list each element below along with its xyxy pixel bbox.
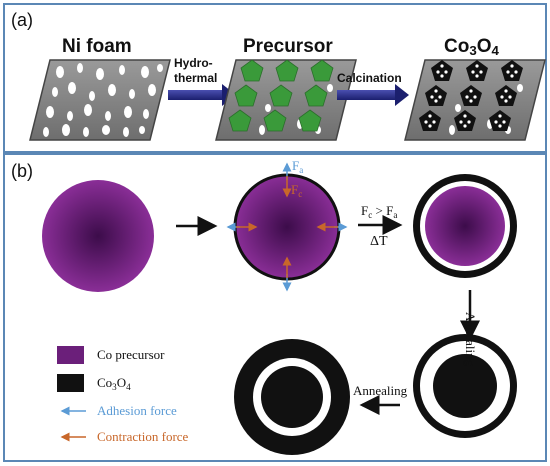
hollow-particle [234,339,350,455]
panel-a-label: (a) [11,10,33,30]
hydro-label-line2: thermal [174,71,218,85]
precursor-particle-initial [42,180,154,292]
precursor-plate [215,59,357,141]
hydro-label-line1: Hydro- [174,56,213,70]
stage-label-ni-foam: Ni foam [62,36,132,57]
legend-co3o4: Co3O4 [97,375,131,392]
legend-co-precursor: Co precursor [97,347,165,362]
stage-label-co3o4: Co3O4 [444,36,499,58]
legend-contraction: Contraction force [97,429,189,444]
panel-a [3,3,547,153]
delta-t-label: ΔT [370,234,388,249]
co3o4-plate [404,59,546,141]
annealing-vertical-label: Annealing [463,312,478,367]
precursor-pentagons [228,59,334,132]
panel-b-label: (b) [11,161,33,181]
shrunk-particle [413,174,517,278]
annealed-particle [413,334,517,438]
stage-label-precursor: Precursor [243,36,333,57]
co3o4-pentagons [419,60,523,131]
calcination-label: Calcination [337,71,402,85]
fc-label: Fc [291,182,303,199]
legend-swatch-precursor [57,346,84,364]
condition-label: Fc > Fa [361,203,398,220]
ni-foam-plate [29,59,171,141]
legend-swatches [57,346,86,442]
foam-pores [43,63,163,137]
annealing-horizontal-label: Annealing [353,383,408,398]
panel-b [3,153,547,462]
fa-label: Fa [292,158,304,175]
legend-swatch-co3o4 [57,374,84,392]
precursor-particle-forces [226,162,348,292]
legend-adhesion: Adhesion force [97,403,177,418]
calcination-arrow [337,84,409,106]
